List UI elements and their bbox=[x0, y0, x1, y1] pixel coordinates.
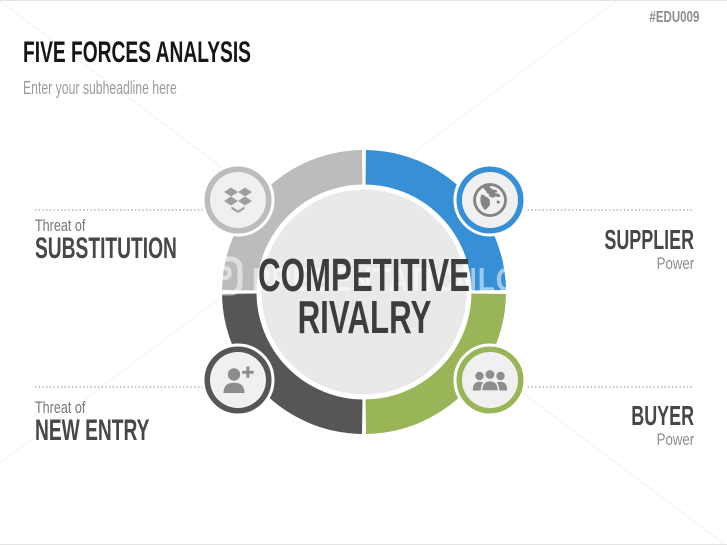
satellite-buyer bbox=[453, 343, 527, 417]
satellite-new-entry bbox=[201, 343, 275, 417]
force-label-supplier: SUPPLIER Power bbox=[604, 224, 694, 274]
center-circle bbox=[256, 184, 472, 400]
template-code: #EDU009 bbox=[649, 9, 699, 26]
dropbox-icon bbox=[224, 187, 252, 213]
page-title: FIVE FORCES ANALYSIS bbox=[23, 36, 251, 69]
user-plus-icon bbox=[223, 366, 254, 393]
satellite-substitution bbox=[201, 163, 275, 237]
force-label-substitution: Threat of SUBSTITUTION bbox=[35, 216, 177, 265]
ring-quadrant-supplier bbox=[365, 150, 506, 291]
ring-quadrant-substitution bbox=[222, 150, 363, 291]
page-subtitle: Enter your subheadline here bbox=[23, 78, 177, 98]
center-label: COMPETITIVE RIVALRY bbox=[257, 249, 471, 343]
users-icon bbox=[472, 368, 508, 392]
force-label-buyer: BUYER Power bbox=[631, 400, 694, 450]
force-label-new-entry: Threat of NEW ENTRY bbox=[35, 398, 150, 447]
globe-icon bbox=[473, 183, 507, 217]
ring-quadrant-new-entry bbox=[222, 293, 363, 434]
ring-quadrant-buyer bbox=[365, 293, 506, 434]
satellite-supplier bbox=[453, 163, 527, 237]
